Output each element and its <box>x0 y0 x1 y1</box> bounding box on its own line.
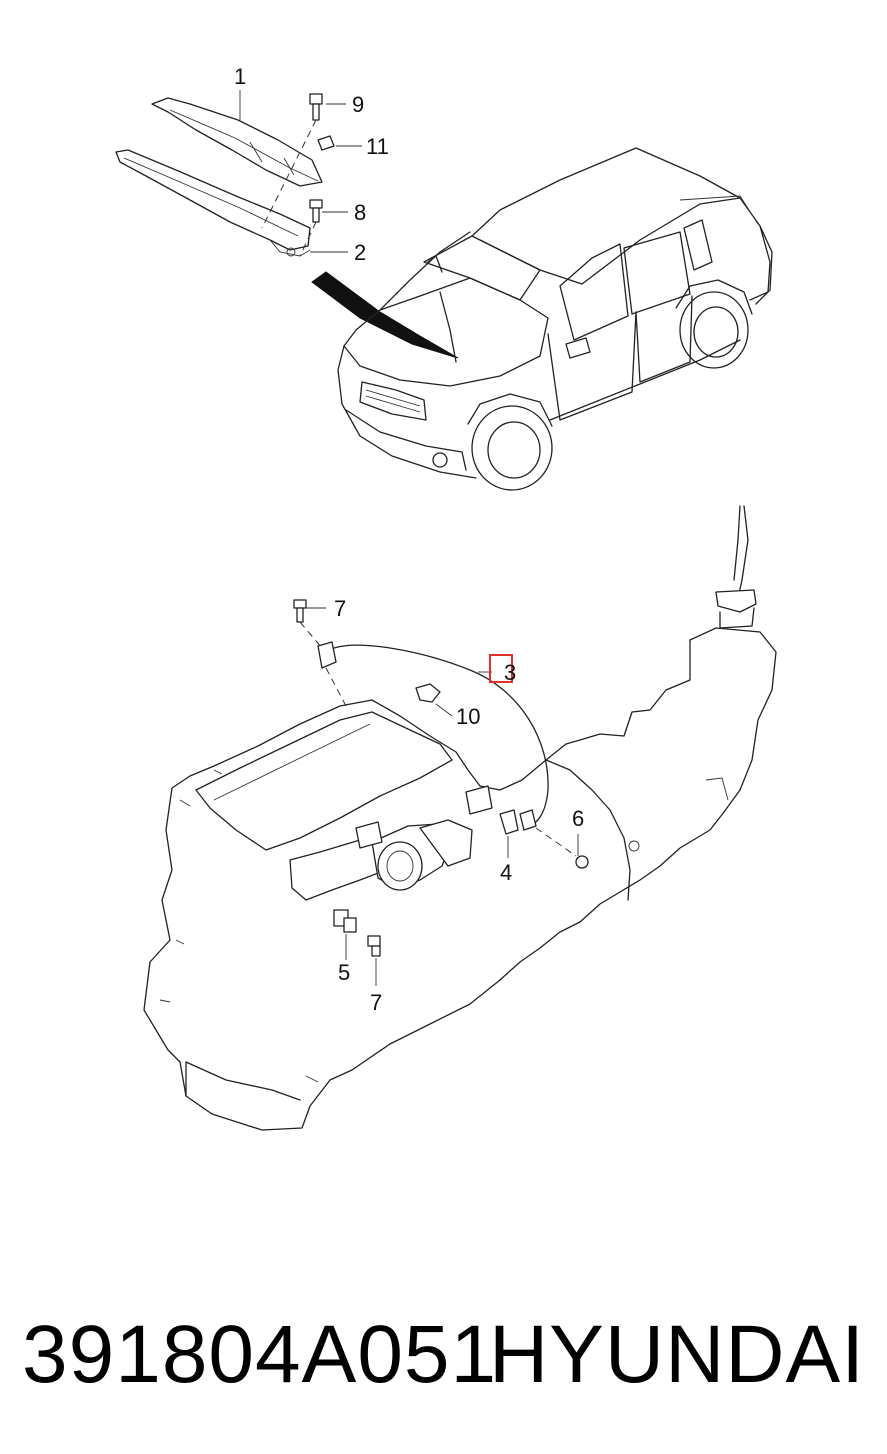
brand-name: HYUNDAI <box>488 1309 865 1400</box>
part-number: 391804A051 <box>22 1309 498 1400</box>
bracket-4-icon <box>499 809 519 835</box>
bolt-6-icon <box>575 855 589 869</box>
footer: 391804A051 HYUNDAI <box>18 1300 869 1410</box>
callout-8: 8 <box>354 200 366 225</box>
bolt-7-bottom-icon <box>367 935 381 957</box>
callout-7-bottom: 7 <box>370 990 382 1015</box>
engine-transmission-assembly <box>143 505 777 1131</box>
callout-3: 3 <box>504 660 516 685</box>
sensor-harness <box>293 599 589 986</box>
callout-2: 2 <box>354 240 366 265</box>
engine-cover-assembly <box>115 90 459 359</box>
clip-10-icon <box>415 683 441 703</box>
clip-11-icon <box>317 135 335 151</box>
callout-1: 1 <box>234 64 246 89</box>
bolt-7-top-icon <box>293 599 307 623</box>
location-arrow-icon <box>311 271 459 359</box>
callout-10: 10 <box>456 704 480 729</box>
callout-6: 6 <box>572 806 584 831</box>
callout-9: 9 <box>352 92 364 117</box>
bolt-8-icon <box>309 199 323 223</box>
callout-5: 5 <box>338 960 350 985</box>
callout-4: 4 <box>500 860 512 885</box>
callout-7-top: 7 <box>334 596 346 621</box>
selected-part-highlight <box>489 654 513 683</box>
bolt-9-icon <box>309 93 323 121</box>
sensor-5-icon <box>333 909 357 933</box>
engine-cover-upper <box>151 97 323 187</box>
callout-11: 11 <box>366 134 389 159</box>
vehicle-illustration <box>337 147 773 491</box>
